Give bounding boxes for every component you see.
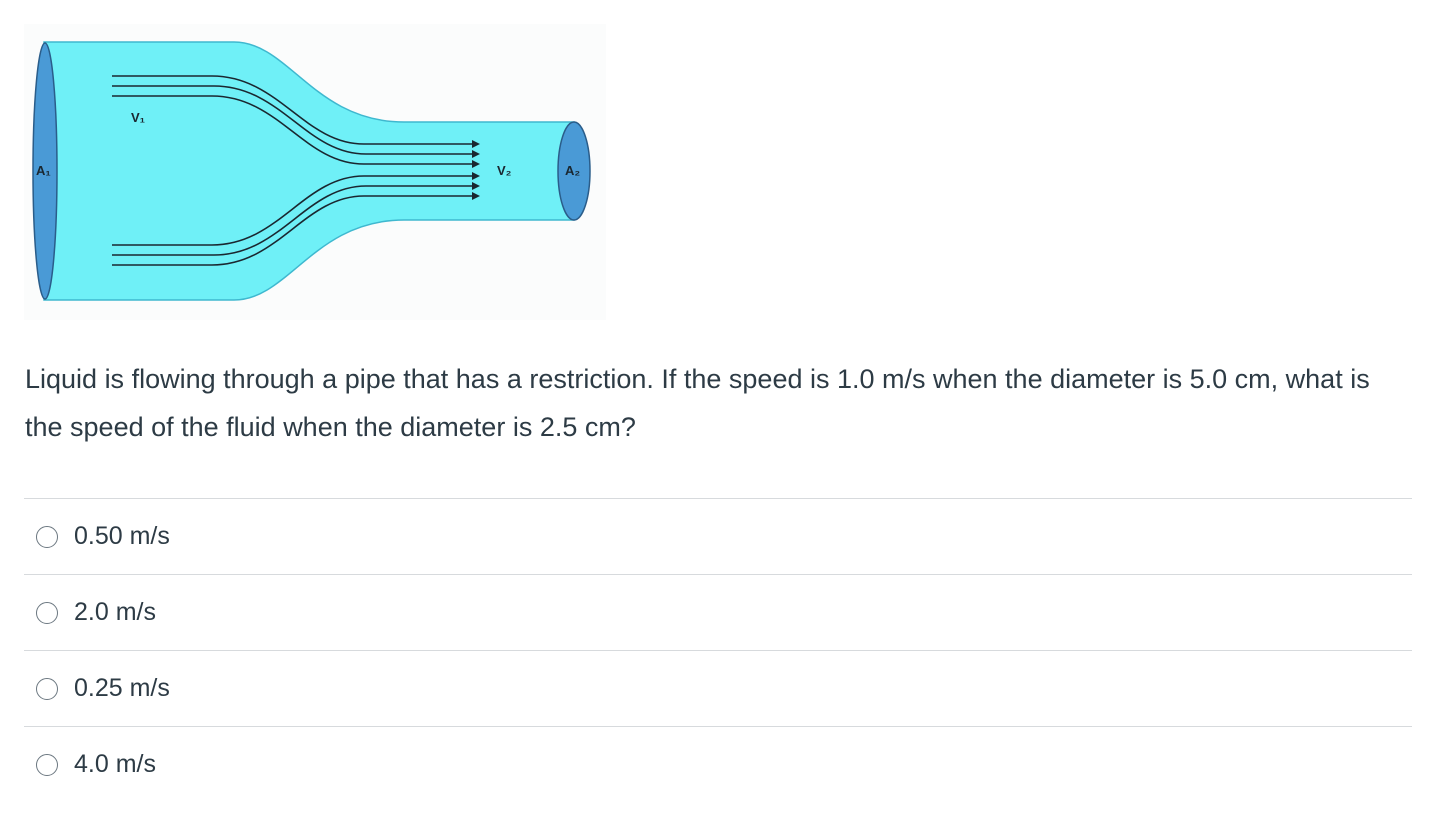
- streamline-top-2: [112, 85, 472, 155]
- answer-option[interactable]: 0.25 m/s: [24, 650, 1412, 726]
- radio-button[interactable]: [36, 525, 58, 548]
- streamline-top-3: [112, 95, 472, 165]
- streamline-top-1: [112, 75, 472, 145]
- arrow-head-4: [472, 172, 480, 180]
- streamline-bottom-2: [112, 185, 472, 256]
- answer-list: 0.50 m/s 2.0 m/s 0.25 m/s 4.0 m/s: [24, 498, 1412, 802]
- answer-label: 0.25 m/s: [74, 674, 170, 702]
- arrow-head-1: [472, 140, 480, 148]
- answer-label: 4.0 m/s: [74, 750, 156, 778]
- label-a1: A₁: [36, 163, 51, 178]
- streamline-bottom-3: [112, 175, 472, 246]
- arrow-head-5: [472, 182, 480, 190]
- flow-arrows: [472, 140, 480, 200]
- arrow-head-6: [472, 192, 480, 200]
- radio-button[interactable]: [36, 601, 58, 624]
- arrow-head-3: [472, 160, 480, 168]
- radio-button[interactable]: [36, 753, 58, 776]
- label-a2: A₂: [565, 163, 580, 178]
- streamline-bottom-1: [112, 195, 472, 266]
- answer-label: 2.0 m/s: [74, 598, 156, 626]
- streamlines: [112, 75, 472, 266]
- label-v2: V₂: [497, 163, 512, 178]
- cross-section-a1: [32, 42, 58, 300]
- cross-section-a2: [557, 121, 591, 221]
- pipe-restriction-diagram: A₁ A₂ V₁ V₂: [24, 24, 606, 320]
- answer-label: 0.50 m/s: [74, 522, 170, 550]
- question-text: Liquid is flowing through a pipe that ha…: [25, 364, 1370, 442]
- answer-option[interactable]: 4.0 m/s: [24, 726, 1412, 802]
- answer-option[interactable]: 2.0 m/s: [24, 574, 1412, 650]
- answer-option[interactable]: 0.50 m/s: [24, 498, 1412, 574]
- label-v1: V₁: [131, 110, 145, 125]
- radio-button[interactable]: [36, 677, 58, 700]
- arrow-head-2: [472, 150, 480, 158]
